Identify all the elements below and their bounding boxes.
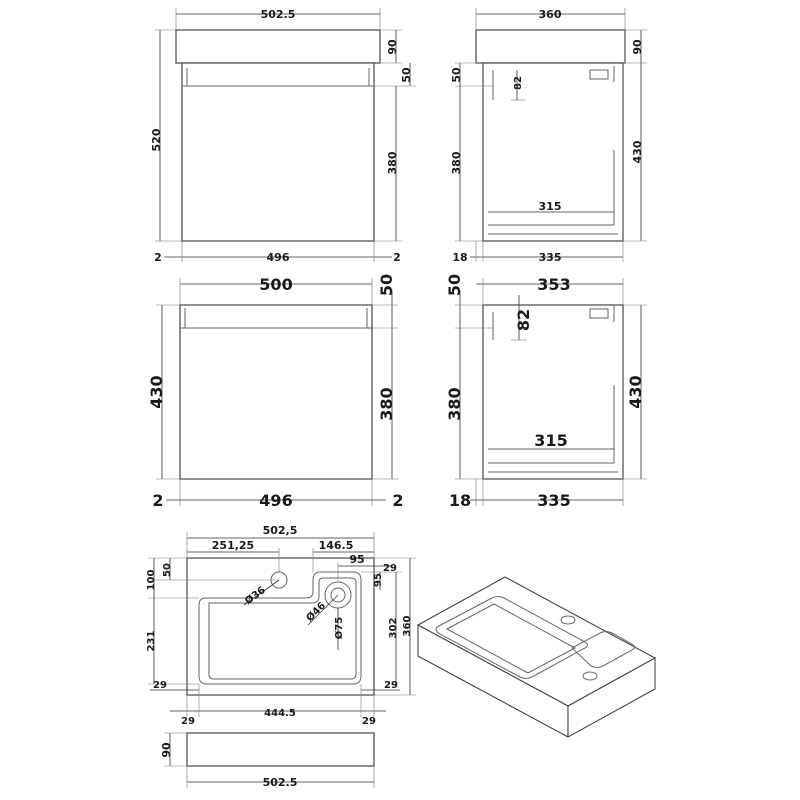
dim-height-total: 520: [150, 128, 163, 151]
basin-side-face: [567, 657, 656, 738]
bowl-outline: [435, 596, 588, 679]
dim-waste-pocket: 95: [349, 553, 364, 566]
dim-worktop-height: 90: [386, 39, 399, 55]
leader-line: [307, 594, 339, 626]
label-waste-recess: Ø75: [333, 617, 345, 639]
waste-hole: [582, 671, 598, 681]
bowl-inner-outline: [208, 577, 357, 680]
dim-door-height: 380: [386, 151, 399, 174]
dim-back-gap: 18: [452, 251, 467, 264]
dim-basin-height: 90: [160, 742, 173, 758]
dim-inner-height: 380: [445, 387, 464, 420]
cabinet-side-outline: [482, 304, 624, 480]
dim-depth-to-bowl: 100: [146, 570, 157, 591]
cabinet-front-large-view: 500 50 430 380 2 496 2: [147, 274, 404, 510]
dim-inner-height: 380: [450, 151, 463, 174]
dim-door-width: 496: [259, 491, 292, 510]
dim-bowl-depth: 231: [146, 631, 157, 652]
basin-isometric-view: [416, 576, 657, 738]
dim-outer-depth-a: 302: [388, 618, 399, 639]
cabinet-side-large-view: 353 50 82 380 430 315 18 335: [445, 274, 647, 510]
dim-pocket-depth: 95: [373, 573, 384, 587]
dim-rim-top: 50: [162, 563, 173, 577]
dim-back-gap: 18: [449, 491, 471, 510]
dim-rail-height: 50: [377, 274, 396, 296]
dim-door-height: 380: [377, 387, 396, 420]
bowl-outline: [198, 571, 362, 685]
basin-plan-view: 502,5 251,25 146.5 95 50 100 231 Ø36 Ø46…: [146, 524, 416, 727]
dim-bowl-width: 444.5: [264, 708, 296, 719]
dim-outer-depth-b: 360: [402, 616, 413, 637]
cabinet-body-outline: [179, 304, 373, 480]
leader-line: [243, 579, 280, 606]
dim-rim-left: 29: [181, 716, 195, 727]
dim-rail-height: 50: [450, 67, 463, 83]
dim-rail-height: 50: [400, 67, 413, 83]
cabinet-side-outline: [482, 62, 624, 242]
dim-bracket-drop: 82: [514, 309, 533, 331]
dim-inner-width: 315: [539, 200, 562, 213]
dim-depth-body: 335: [539, 251, 562, 264]
dim-rim-right-bottom: 29: [362, 716, 376, 727]
dim-gap-left: 2: [154, 251, 162, 264]
dim-worktop-height: 90: [631, 39, 644, 55]
dim-rail-height: 50: [445, 274, 464, 296]
dim-outer-height: 430: [631, 140, 644, 163]
dim-depth-top: 360: [539, 8, 562, 21]
dim-width-top: 500: [259, 275, 292, 294]
waste-hole: [330, 587, 346, 603]
wall-bracket: [589, 308, 609, 319]
dim-basin-width: 502,5: [263, 524, 298, 537]
basin-outline: [186, 557, 375, 696]
dim-gap-right: 2: [392, 491, 403, 510]
cabinet-side-small-view: 360 90 50 82 380 430 315 18 335: [450, 8, 647, 264]
cabinet-front-small-view: 502.5 520 90 50 380 2 496 2: [150, 8, 416, 264]
dim-outer-height: 430: [626, 375, 645, 408]
dim-rim-bottom-right: 29: [384, 680, 398, 691]
dim-door-width: 496: [267, 251, 290, 264]
basin-front-outline: [186, 732, 375, 767]
dim-gap-right: 2: [393, 251, 401, 264]
worktop-outline: [475, 29, 626, 64]
dim-rim-bottom-left: 29: [153, 680, 167, 691]
dim-inner-width: 315: [534, 431, 567, 450]
dim-tap-offset: 251,25: [212, 539, 254, 552]
dim-height-total: 430: [147, 375, 166, 408]
dim-width-top: 502.5: [261, 8, 296, 21]
dim-rim-right: 29: [383, 563, 397, 574]
dim-depth-body: 335: [537, 491, 570, 510]
basin-front-view: 90 502.5: [160, 732, 375, 789]
tap-hole: [560, 615, 576, 625]
dim-gap-left: 2: [152, 491, 163, 510]
wall-bracket: [589, 69, 609, 80]
worktop-outline: [175, 29, 381, 64]
dim-bracket-drop: 82: [513, 76, 524, 90]
cabinet-body-outline: [181, 62, 375, 242]
bowl-floor: [445, 603, 577, 674]
waste-pocket-outline: [571, 631, 635, 668]
dim-depth-top: 353: [537, 275, 570, 294]
dim-waste-offset: 146.5: [319, 539, 354, 552]
dim-basin-front-width: 502.5: [263, 776, 298, 789]
